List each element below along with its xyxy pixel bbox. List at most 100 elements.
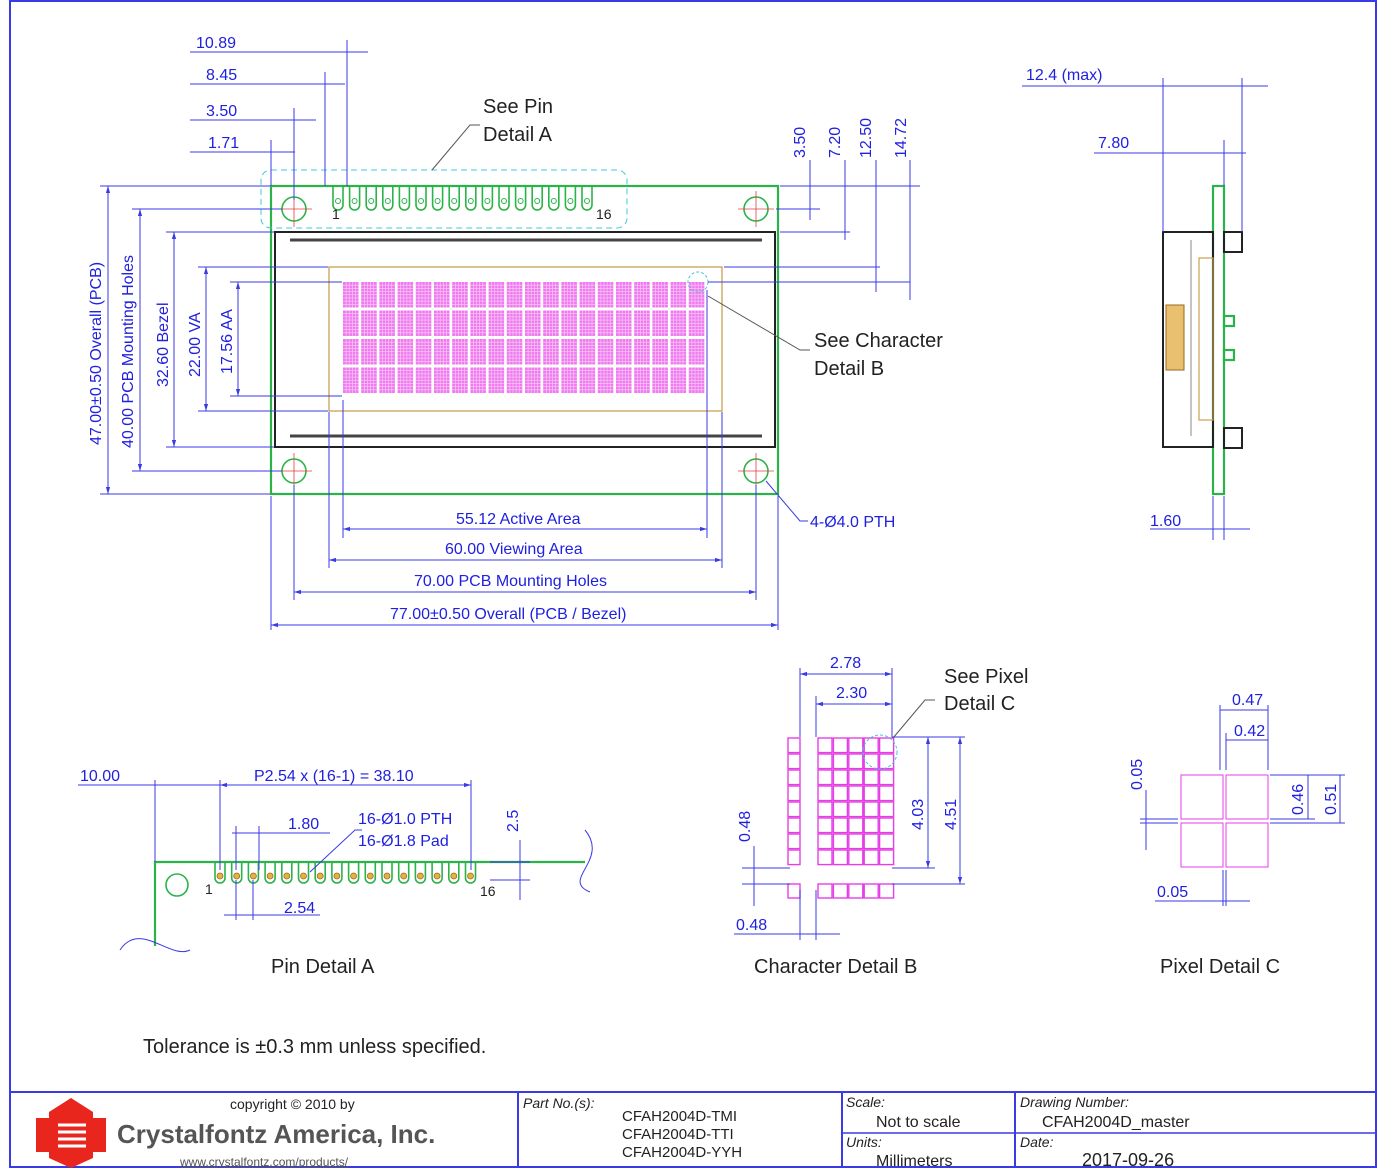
pin xyxy=(514,186,527,211)
character-cell xyxy=(634,282,650,308)
character-cell xyxy=(634,339,650,365)
detail-pin xyxy=(214,862,226,884)
char-pixel xyxy=(832,833,849,850)
character-cell xyxy=(579,367,596,393)
detail-pin xyxy=(331,862,343,884)
char-pixel xyxy=(817,753,833,770)
character-cell xyxy=(379,339,395,365)
character-cell xyxy=(397,367,414,393)
char-pixel xyxy=(878,769,895,786)
see-pin-callout-2: Detail A xyxy=(483,124,553,146)
character-cell xyxy=(452,367,468,393)
scale-value: Not to scale xyxy=(876,1114,961,1131)
pin-detail-a: 1 16 10.00 P2.54 x (16-1) = 38.10 1.80 2… xyxy=(78,768,593,978)
char-pixel xyxy=(832,849,849,866)
character-cell xyxy=(434,367,450,393)
dim-mounting-holes-height: 40.00 PCB Mounting Holes xyxy=(120,255,137,448)
char-pixel xyxy=(817,769,833,786)
character-cell xyxy=(488,339,505,365)
pin xyxy=(581,186,593,211)
character-cell xyxy=(470,339,486,365)
dim-char-width-pitch: 2.78 xyxy=(830,655,861,672)
character-cell xyxy=(343,339,359,365)
character-cell xyxy=(470,282,486,308)
char-pixel xyxy=(878,753,895,770)
character-cell xyxy=(488,310,505,336)
scale-label: Scale: xyxy=(846,1094,885,1110)
char-pixel xyxy=(863,785,879,802)
character-cell xyxy=(434,310,450,336)
dim-bezel-depth: 7.80 xyxy=(1098,135,1129,152)
dim-char-height: 4.03 xyxy=(910,799,927,830)
char-pixel xyxy=(878,833,895,850)
units-label: Units: xyxy=(846,1134,882,1150)
char-pixel xyxy=(863,737,879,754)
char-pixel xyxy=(817,849,833,866)
character-cell xyxy=(652,339,668,365)
dim-mounting-holes-width: 70.00 PCB Mounting Holes xyxy=(414,573,607,590)
side-pixel xyxy=(787,849,801,866)
char-pixel xyxy=(832,785,849,802)
pin xyxy=(431,186,444,211)
char-pixel xyxy=(848,801,864,818)
char-pixel xyxy=(817,737,833,754)
character-cell xyxy=(397,339,414,365)
cursor-pixel xyxy=(848,883,864,899)
character-cell xyxy=(543,310,559,336)
drawing-number: CFAH2004D_master xyxy=(1042,1114,1190,1131)
character-cell xyxy=(506,339,523,365)
dim-va-height: 22.00 VA xyxy=(187,312,204,377)
character-cell xyxy=(688,339,705,365)
dim-pad-diameter: 1.80 xyxy=(288,816,319,833)
character-cell xyxy=(561,367,577,393)
char-pixel xyxy=(878,785,895,802)
character-cell xyxy=(470,367,486,393)
dim-bezel-height: 32.60 Bezel xyxy=(155,302,172,387)
char-pixel xyxy=(832,753,849,770)
char-pixel xyxy=(848,737,864,754)
pixel xyxy=(1180,822,1224,868)
character-cell xyxy=(616,310,632,336)
char-pixel xyxy=(878,817,895,834)
character-cell xyxy=(470,310,486,336)
character-cell xyxy=(561,310,577,336)
detail-pin xyxy=(230,862,243,884)
detail-pin-last: 16 xyxy=(480,883,496,899)
character-cell xyxy=(506,282,523,308)
part-number-2: CFAH2004D-TTI xyxy=(622,1126,734,1143)
character-cell xyxy=(361,310,377,336)
character-cell xyxy=(415,367,432,393)
character-cell xyxy=(616,339,632,365)
character-cell xyxy=(488,367,505,393)
cursor-pixel xyxy=(878,883,895,899)
char-pixel xyxy=(848,817,864,834)
char-pixel xyxy=(848,753,864,770)
character-cell xyxy=(379,367,395,393)
dim-viewing-area-width: 60.00 Viewing Area xyxy=(445,541,583,558)
character-cell xyxy=(688,367,705,393)
character-cell xyxy=(543,367,559,393)
detail-pin xyxy=(448,862,460,884)
detail-pin xyxy=(414,862,427,884)
pin xyxy=(332,186,344,211)
character-cell xyxy=(652,310,668,336)
see-character-callout-2: Detail B xyxy=(814,358,884,380)
dim-pixel-pitch-y: 0.51 xyxy=(1323,784,1340,815)
side-pixel xyxy=(787,833,801,850)
character-cell xyxy=(634,310,650,336)
char-pixel xyxy=(878,801,895,818)
dim-pin-pitch: 2.54 xyxy=(284,900,315,917)
character-cell xyxy=(597,339,614,365)
company-name: Crystalfontz America, Inc. xyxy=(117,1119,435,1149)
pcb-outline xyxy=(269,184,780,496)
company-url[interactable]: www.crystalfontz.com/products/ xyxy=(179,1155,349,1168)
character-cell xyxy=(670,282,687,308)
side-pixel xyxy=(787,737,801,754)
character-cell xyxy=(579,310,596,336)
character-cell xyxy=(415,339,432,365)
crystalfontz-logo-icon xyxy=(36,1098,106,1168)
dim-pixel-height: 0.46 xyxy=(1290,784,1307,815)
char-pixel xyxy=(878,737,895,754)
date-value: 2017-09-26 xyxy=(1082,1150,1174,1168)
dim-top-3: 3.50 xyxy=(206,103,237,120)
